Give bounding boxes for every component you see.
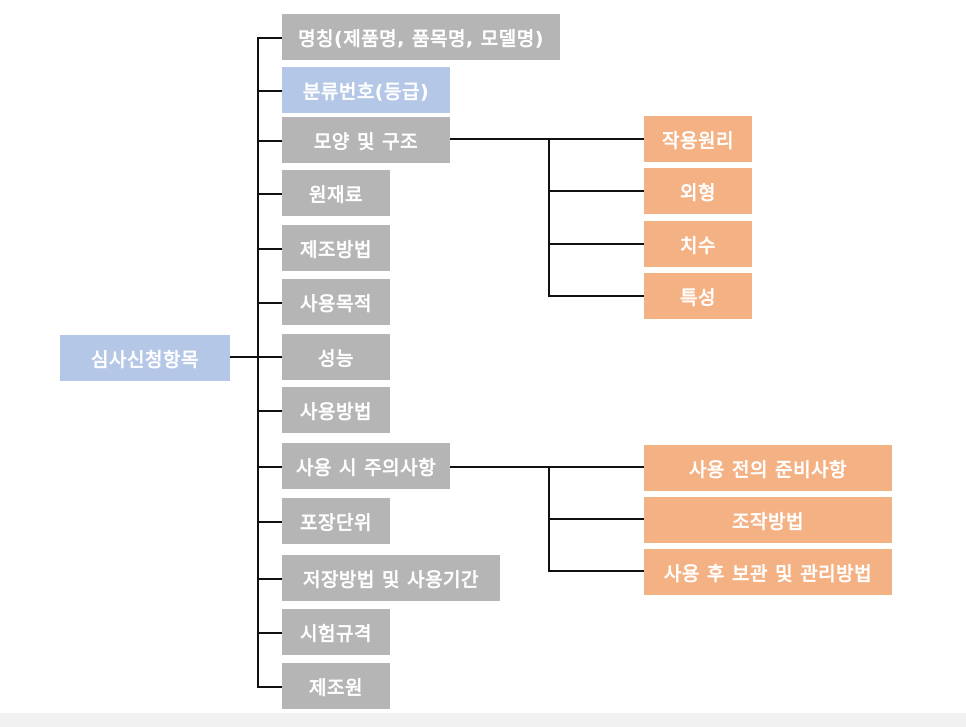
shape-sub-trunk-line bbox=[548, 138, 550, 297]
branch-line bbox=[257, 686, 282, 688]
branch-line bbox=[257, 193, 282, 195]
category-node-performance: 성능 bbox=[282, 334, 390, 380]
shape-sub-branch-line bbox=[548, 190, 644, 192]
branch-line bbox=[257, 248, 282, 250]
detail-node-appearance: 외형 bbox=[644, 168, 752, 214]
category-node-usage-cautions: 사용 시 주의사항 bbox=[282, 443, 450, 489]
branch-line bbox=[257, 410, 282, 412]
branch-line bbox=[257, 578, 282, 580]
branch-line bbox=[257, 632, 282, 634]
category-node-packaging-unit: 포장단위 bbox=[282, 498, 390, 544]
detail-node-characteristics: 특성 bbox=[644, 273, 752, 319]
branch-line bbox=[257, 356, 282, 358]
category-node-intended-use: 사용목적 bbox=[282, 279, 390, 325]
main-trunk-line bbox=[257, 37, 259, 687]
shape-sub-branch-line bbox=[548, 295, 644, 297]
root-node: 심사신청항목 bbox=[60, 335, 230, 381]
category-node-test-specifications: 시험규격 bbox=[282, 609, 390, 655]
caution-sub-branch-line bbox=[548, 518, 644, 520]
category-node-manufacturing-method: 제조방법 bbox=[282, 225, 390, 271]
detail-node-post-use-storage-management: 사용 후 보관 및 관리방법 bbox=[644, 549, 892, 595]
category-node-shape-structure: 모양 및 구조 bbox=[282, 117, 450, 163]
category-node-manufacturer: 제조원 bbox=[282, 663, 390, 709]
branch-line bbox=[257, 466, 282, 468]
branch-line bbox=[257, 90, 282, 92]
branch-line bbox=[257, 37, 282, 39]
branch-line bbox=[257, 302, 282, 304]
shape-sub-branch-line bbox=[548, 243, 644, 245]
detail-node-operating-principle: 작용원리 bbox=[644, 116, 752, 162]
caution-sub-branch-line bbox=[548, 570, 644, 572]
category-node-raw-materials: 원재료 bbox=[282, 170, 390, 216]
detail-node-dimensions: 치수 bbox=[644, 221, 752, 267]
branch-line bbox=[257, 140, 282, 142]
shape-connector-line bbox=[450, 138, 644, 140]
caution-connector-line bbox=[450, 466, 644, 468]
detail-node-operation-method: 조작방법 bbox=[644, 497, 892, 543]
category-node-storage-shelf-life: 저장방법 및 사용기간 bbox=[282, 555, 500, 601]
root-connector-line bbox=[230, 356, 258, 358]
detail-node-pre-use-preparation: 사용 전의 준비사항 bbox=[644, 445, 892, 491]
bottom-edge-strip bbox=[0, 713, 966, 727]
category-node-name: 명칭(제품명, 품목명, 모델명) bbox=[282, 14, 560, 60]
branch-line bbox=[257, 521, 282, 523]
category-node-classification-number: 분류번호(등급) bbox=[282, 67, 450, 113]
category-node-usage-method: 사용방법 bbox=[282, 387, 390, 433]
